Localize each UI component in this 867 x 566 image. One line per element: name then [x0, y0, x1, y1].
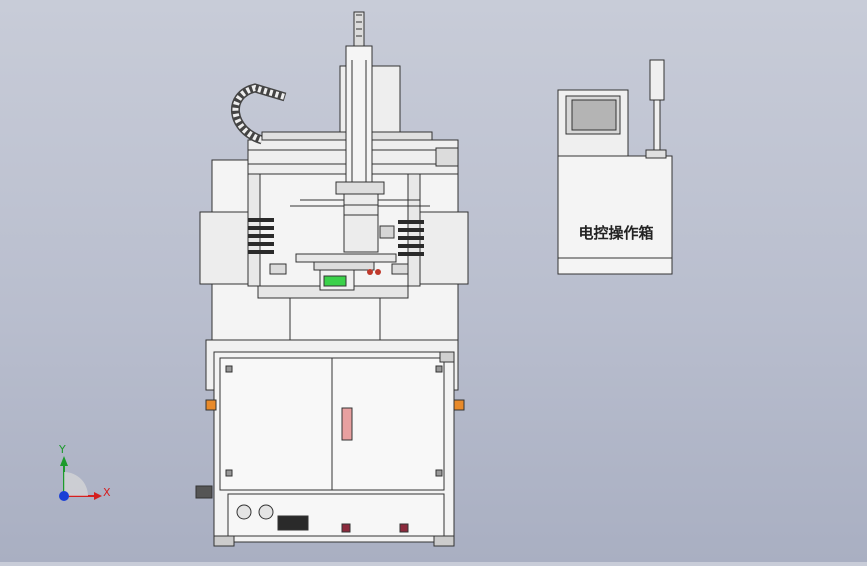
cable-chain — [231, 83, 433, 145]
axis-x-label: X — [103, 486, 111, 499]
work-table — [269, 253, 409, 291]
axis-y-label: Y — [59, 443, 66, 456]
bellows-left — [248, 218, 274, 254]
axis-triad — [59, 456, 102, 501]
bellows-right — [398, 220, 424, 256]
z-axis-column — [335, 11, 401, 253]
control-cabinet-label: 电控操作箱 — [578, 224, 654, 242]
lower-cabinet — [195, 351, 465, 547]
control-cabinet — [557, 59, 673, 275]
